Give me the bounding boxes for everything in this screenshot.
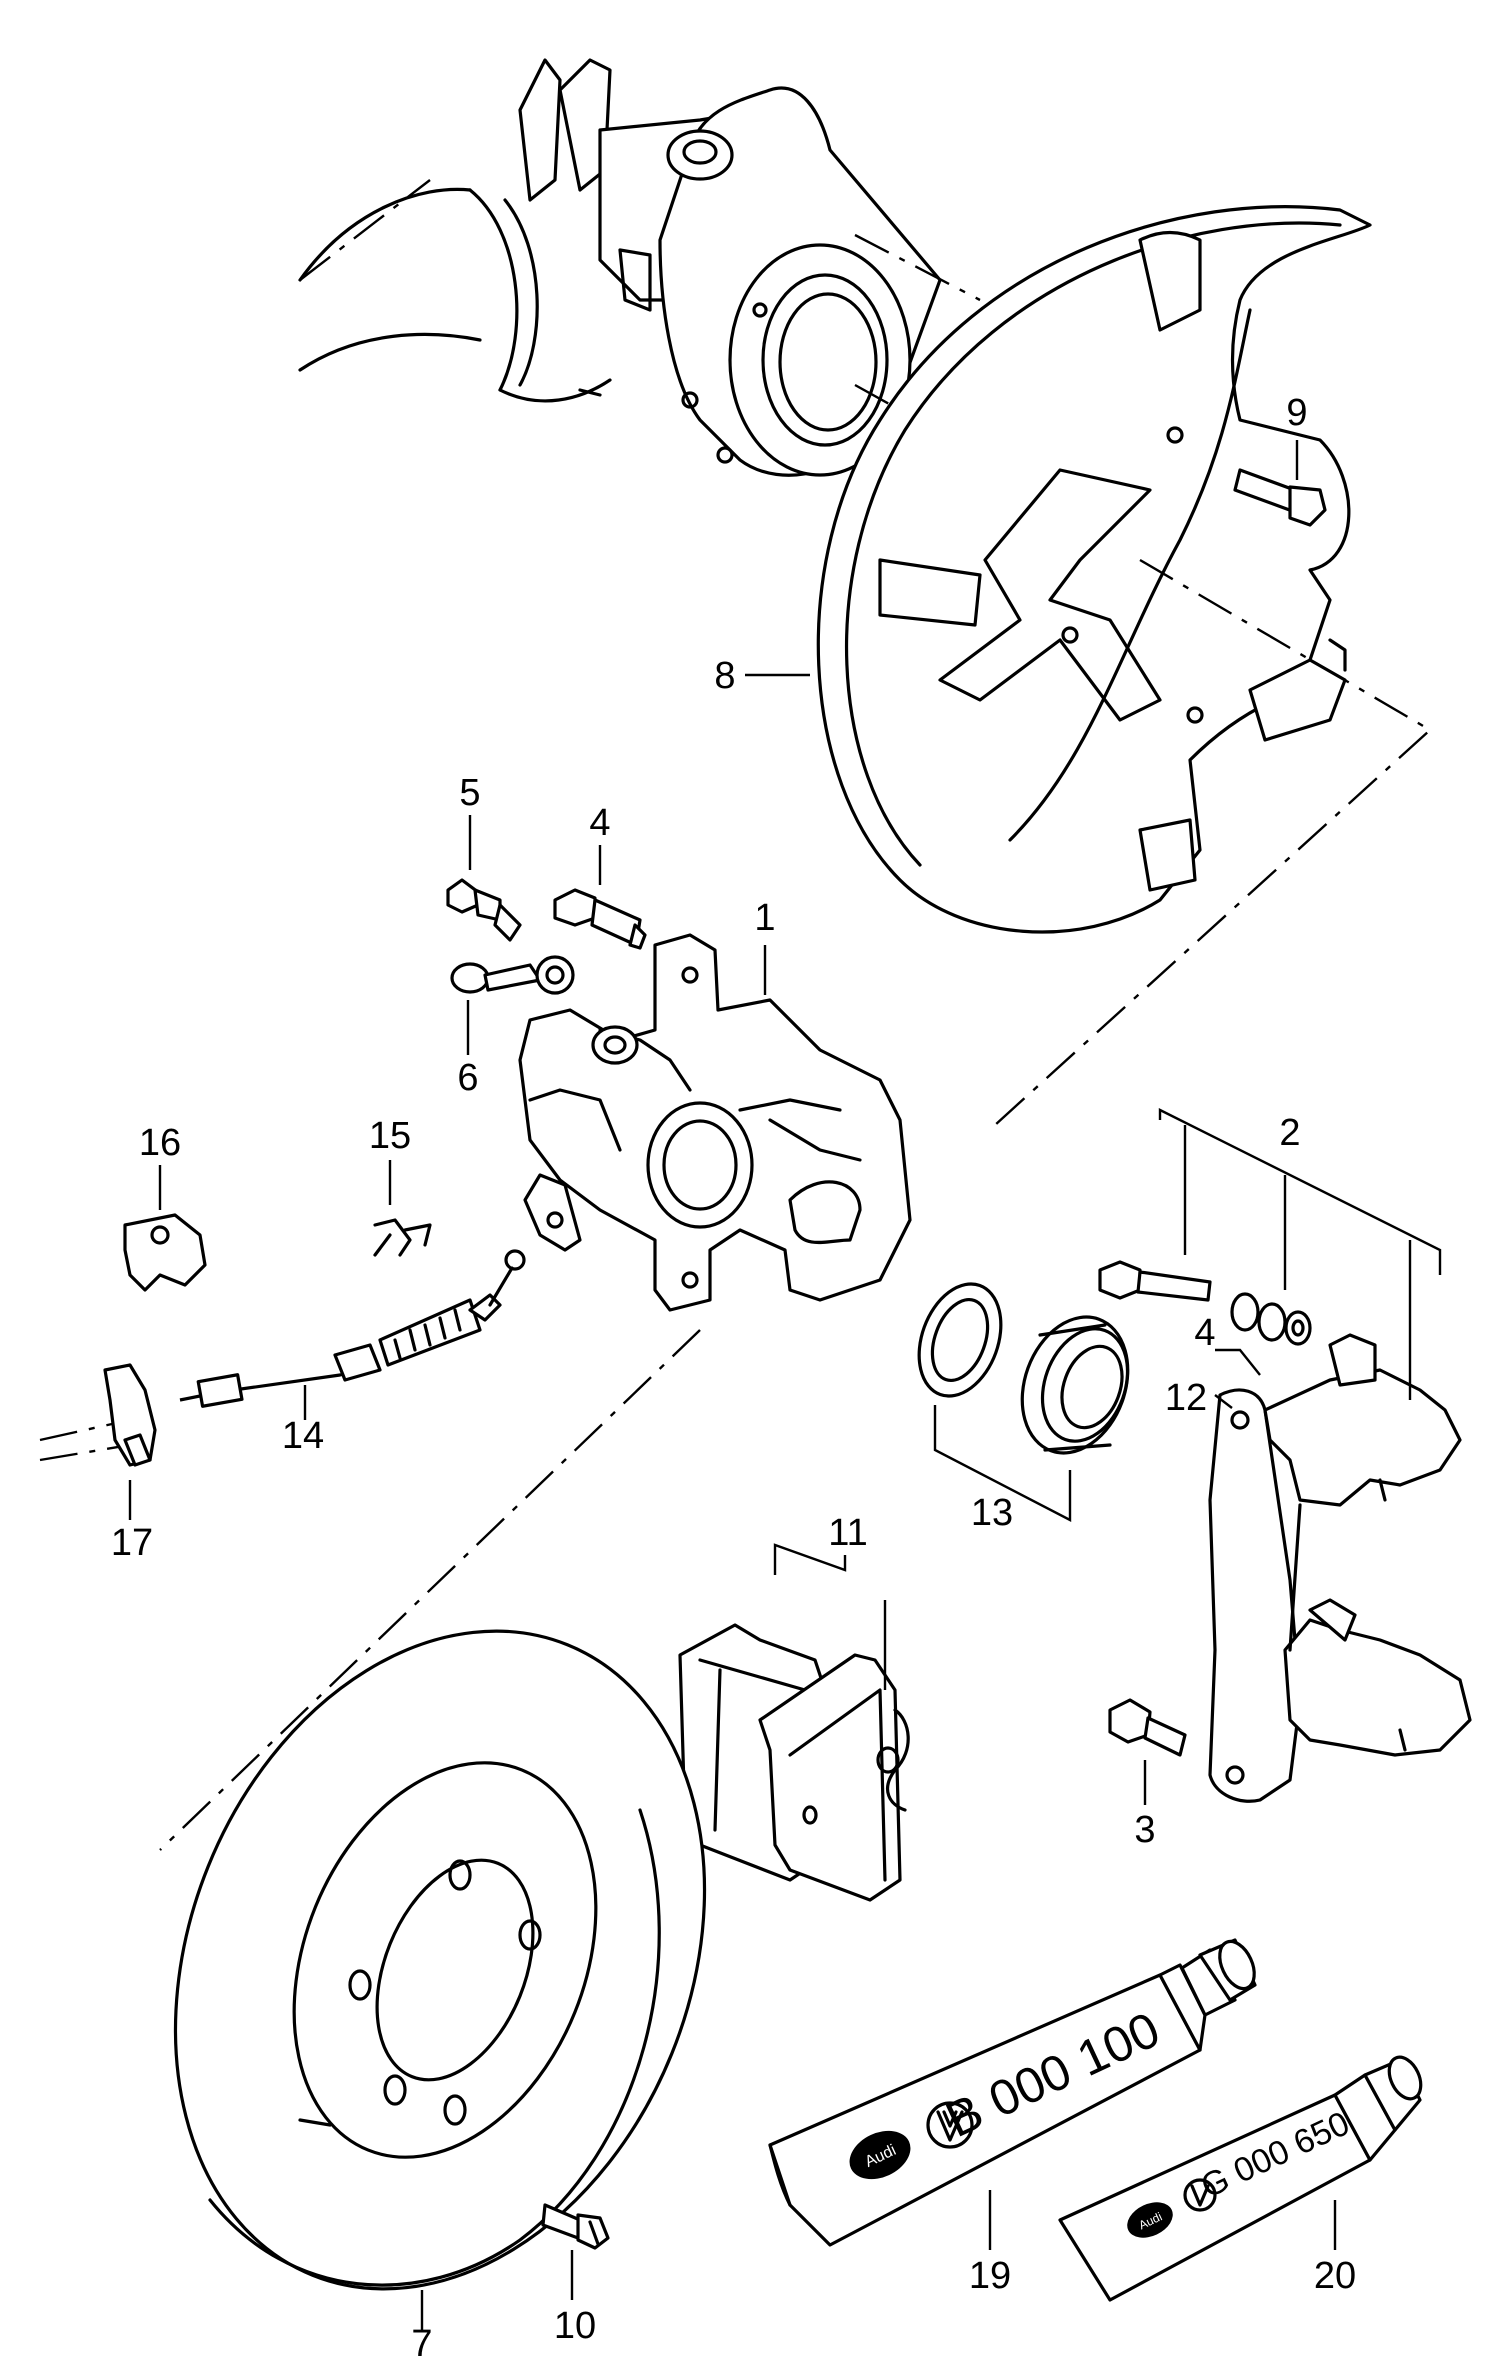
callout-12: 12 — [1165, 1377, 1207, 1419]
bolt-3 — [1108, 1698, 1187, 1805]
callout-20: 20 — [1314, 2255, 1356, 2297]
callout-7: 7 — [411, 2323, 432, 2356]
dust-cap-6 — [450, 955, 575, 1055]
callout-14: 14 — [282, 1415, 324, 1457]
callout-6: 6 — [457, 1057, 478, 1099]
steering-knuckle — [298, 58, 981, 477]
callout-4: 4 — [589, 802, 610, 844]
guide-bolt-4 — [553, 845, 647, 950]
retainer-16 — [123, 1165, 207, 1292]
callout-11: 11 — [828, 1512, 867, 1554]
callout-5: 5 — [459, 772, 480, 814]
bleed-screw-5 — [446, 815, 522, 942]
callout-19: 19 — [969, 2255, 1011, 2297]
grease-tube-large: Audi B 000 100 — [768, 1938, 1257, 2250]
spring-clip-15 — [373, 1160, 432, 1257]
callout-17: 17 — [111, 1522, 153, 1564]
bushing-set-2 — [1230, 1292, 1312, 1346]
callout-4b: 4 — [1194, 1312, 1215, 1354]
axis-line-lower — [159, 1329, 701, 1851]
callout-15: 15 — [369, 1115, 411, 1157]
grease-tube-small: Audi G 000 650 — [1058, 2055, 1423, 2302]
brake-disc-7 — [173, 1629, 707, 2330]
caliper-carrier-12 — [1208, 1333, 1472, 1803]
callout-9: 9 — [1286, 392, 1307, 434]
brake-pads-11 — [678, 1543, 910, 1902]
callout-16: 16 — [139, 1122, 181, 1164]
screw-10 — [541, 2203, 610, 2300]
clip-17 — [103, 1363, 157, 1520]
callout-3: 3 — [1134, 1809, 1155, 1851]
callout-1: 1 — [754, 897, 775, 939]
callout-10: 10 — [554, 2305, 596, 2347]
caliper-housing — [518, 933, 912, 1312]
leader-4b — [1215, 1348, 1261, 1376]
callout-13: 13 — [971, 1492, 1013, 1534]
seal-kit-13 — [917, 1282, 1130, 1522]
dust-shield — [816, 205, 1372, 934]
bolt-9 — [1233, 440, 1327, 527]
bolt-2 — [1098, 1260, 1212, 1302]
callout-8: 8 — [714, 655, 735, 697]
callout-2: 2 — [1279, 1112, 1300, 1154]
leader-12 — [1214, 1394, 1233, 1409]
bracket-2 — [1158, 1108, 1442, 1400]
